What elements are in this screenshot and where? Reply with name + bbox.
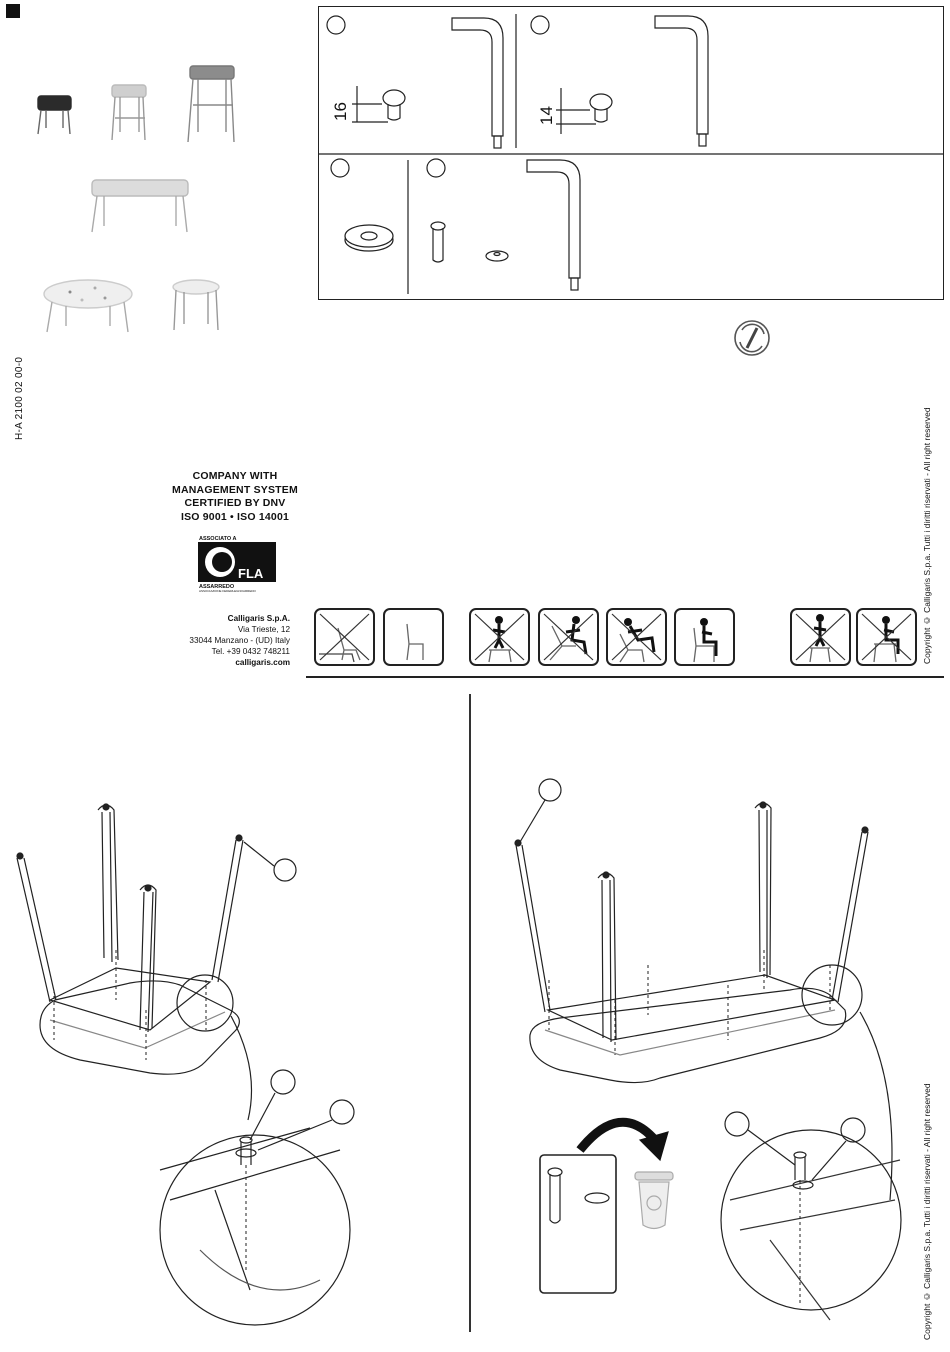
fla-logo-graphic: ASSOCIATO A FLA ASSARREDO ASSOCIAZIONE F… [198, 536, 276, 593]
usage-tilting-graphic [543, 613, 594, 661]
bench-thumbnail [91, 179, 189, 233]
usage-correct-chair-graphic [406, 623, 424, 661]
logo-sub-text: ASSOCIAZIONE FEDERLEGNOARREDO [199, 589, 257, 593]
usage-icon-sitting-correct [674, 608, 735, 666]
usage-wall-graphic [319, 613, 370, 663]
rotate-icon [734, 320, 770, 356]
document-code: H-A 2100 02 00-0 [14, 356, 25, 440]
certification-text: COMPANY WITH MANAGEMENT SYSTEM CERTIFIED… [172, 470, 298, 523]
part-badge-b [530, 15, 550, 35]
screw-b-length: 14 [537, 106, 556, 126]
usage-icon-stool-sitting [856, 608, 917, 666]
usage-icon-stool-standing [790, 608, 851, 666]
association-logo: ASSOCIATO A FLA ASSARREDO ASSOCIAZIONE F… [198, 534, 276, 593]
company-name: Calligaris S.p.A. [227, 614, 290, 623]
company-address: Calligaris S.p.A. Via Trieste, 12 33044 … [160, 613, 290, 668]
stool-mid-thumbnail [111, 84, 147, 141]
company-phone: Tel. +39 0432 748211 [211, 647, 290, 656]
usage-stool-sitting-graphic [861, 613, 912, 663]
stool-high-thumbnail [187, 65, 235, 143]
stool-terrazzo-thumbnail [172, 279, 220, 331]
trash-bin-icon [634, 1171, 674, 1230]
usage-icon-correct-chair [383, 608, 444, 666]
table-terrazzo-thumbnail [43, 279, 133, 333]
usage-stool-standing-graphic [795, 613, 846, 663]
steps-divider [469, 694, 471, 1332]
company-city: 33044 Manzano - (UD) Italy [189, 636, 290, 645]
usage-icon-tilting [538, 608, 599, 666]
parts-drawings [318, 14, 944, 356]
usage-standing-graphic [474, 613, 525, 663]
usage-edge-graphic [611, 613, 662, 663]
part-badge-d [426, 158, 446, 178]
logo-name-text: FLA [238, 566, 264, 581]
logo-top-text: ASSOCIATO A [199, 536, 237, 542]
usage-sitting-graphic [693, 618, 718, 663]
section-divider [306, 676, 944, 678]
stool-dark-thumbnail [37, 95, 72, 135]
step-bench-assembly [514, 778, 902, 1321]
usage-icon-edge [606, 608, 667, 666]
product-thumbnails [37, 65, 235, 333]
screw-a-length: 16 [331, 102, 350, 122]
parts-box [318, 6, 944, 300]
company-street: Via Trieste, 12 [237, 625, 290, 634]
part-badge-a [326, 15, 346, 35]
company-web: calligaris.com [235, 658, 290, 667]
copyright-top: Copyright © Calligaris S.p.a. Tutti i di… [922, 407, 932, 664]
step-stool-assembly [16, 803, 355, 1326]
logo-bottom-text: ASSARREDO [199, 584, 235, 590]
part-badge-c [330, 158, 350, 178]
corner-marker [6, 4, 20, 18]
usage-icon-standing [469, 608, 530, 666]
usage-icon-wall [314, 608, 375, 666]
